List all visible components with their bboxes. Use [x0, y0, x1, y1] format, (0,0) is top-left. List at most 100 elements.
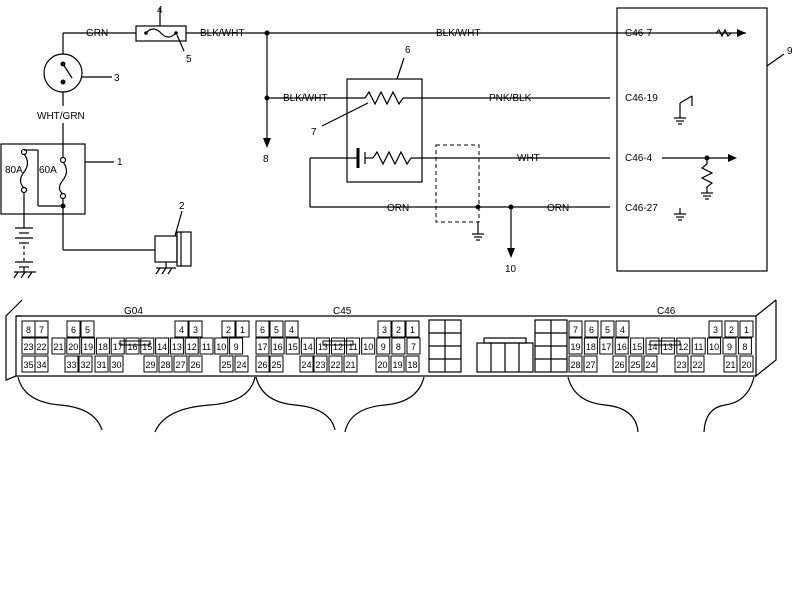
- pin-number: 10: [709, 342, 719, 352]
- pin-cell: [34, 337, 49, 355]
- pin-number: 27: [585, 360, 595, 370]
- pin-number: 13: [318, 342, 328, 352]
- pin-number: 21: [725, 360, 735, 370]
- pin-number: 25: [221, 360, 231, 370]
- connector-key-tab: [649, 340, 681, 346]
- pin-number: 25: [630, 360, 640, 370]
- pin-cell: [51, 337, 66, 355]
- fuse-80a-label: 80A: [5, 165, 23, 176]
- pin-number: 6: [260, 325, 265, 335]
- pin-number: 21: [345, 360, 355, 370]
- wire-label-blk-wht-right: BLK/WHT: [436, 28, 480, 39]
- pin-cell: [328, 355, 343, 373]
- switch-component: [43, 33, 83, 106]
- pin-cell: [583, 355, 598, 373]
- pin-number: 20: [741, 360, 751, 370]
- pin-number: 7: [573, 325, 578, 335]
- pin-cell: [229, 337, 244, 355]
- pin-number: 10: [216, 342, 226, 352]
- pin-cell: [158, 355, 173, 373]
- pin-cell: [724, 320, 739, 338]
- wire-label-blk-wht-top: BLK/WHT: [200, 28, 244, 39]
- ecu-box: [616, 7, 768, 272]
- wire-label-wht-grn: WHT/GRN: [37, 111, 85, 122]
- pin-cell: [81, 337, 96, 355]
- pin-number: 28: [160, 360, 170, 370]
- pin-cell: [78, 355, 93, 373]
- callout-1: 1: [117, 157, 123, 168]
- pin-cell: [568, 355, 583, 373]
- terminal-c46-7: C46-7: [625, 28, 653, 39]
- pin-number: 26: [614, 360, 624, 370]
- pin-number: 35: [23, 360, 33, 370]
- pin-cell: [691, 337, 706, 355]
- pin-number: 8: [26, 325, 31, 335]
- pin-cell: [155, 337, 170, 355]
- connector-key-tab: [322, 340, 354, 346]
- pin-number: 5: [605, 325, 610, 335]
- pin-cell: [375, 355, 390, 373]
- fuse-component: [135, 25, 187, 42]
- pin-cell: [315, 337, 330, 355]
- pin-cell: [391, 320, 406, 338]
- pin-cell: [284, 320, 299, 338]
- fuse-60a-label: 60A: [39, 165, 57, 176]
- pin-number: 12: [187, 342, 197, 352]
- connector-label-c46: C46: [657, 306, 676, 317]
- pin-cell: [221, 320, 236, 338]
- blank-cavities: [428, 319, 568, 373]
- pin-number: 14: [157, 342, 167, 352]
- pin-number: 3: [193, 325, 198, 335]
- wire-label-orn-right: ORN: [547, 203, 569, 214]
- pin-cell: [568, 320, 583, 338]
- sensor-assembly: [267, 78, 610, 207]
- connector-label-c45: C45: [333, 306, 352, 317]
- pin-cell: [199, 337, 214, 355]
- pin-number: 7: [39, 325, 44, 335]
- callout-4: 4: [157, 5, 163, 16]
- pin-cell: [255, 337, 270, 355]
- pin-number: 1: [744, 325, 749, 335]
- pin-cell: [615, 320, 630, 338]
- callout-3: 3: [114, 73, 120, 84]
- pin-cell: [269, 320, 284, 338]
- pin-number: 16: [127, 342, 137, 352]
- pin-number: 3: [713, 325, 718, 335]
- pin-cell: [66, 337, 81, 355]
- pin-number: 17: [113, 342, 123, 352]
- pin-cell: [343, 355, 358, 373]
- pin-number: 22: [692, 360, 702, 370]
- pin-cell: [583, 337, 598, 355]
- callout-8: 8: [263, 154, 269, 165]
- pin-number: 23: [315, 360, 325, 370]
- pin-number: 16: [273, 342, 283, 352]
- pin-cell: [95, 337, 110, 355]
- pin-number: 18: [98, 342, 108, 352]
- pin-number: 19: [392, 360, 402, 370]
- pin-cell: [143, 355, 158, 373]
- harness-curves: [17, 376, 755, 433]
- pin-number: 33: [66, 360, 76, 370]
- callout-9: 9: [787, 46, 793, 57]
- pin-cell: [600, 320, 615, 338]
- pin-number: 15: [632, 342, 642, 352]
- pin-number: 31: [96, 360, 106, 370]
- pin-cell: [390, 355, 405, 373]
- pin-number: 22: [330, 360, 340, 370]
- pin-number: 6: [589, 325, 594, 335]
- pin-number: 22: [36, 342, 46, 352]
- pin-number: 23: [23, 342, 33, 352]
- pin-cell: [737, 337, 752, 355]
- pin-number: 9: [727, 342, 732, 352]
- pin-cell: [235, 320, 250, 338]
- pin-number: 1: [240, 325, 245, 335]
- pin-number: 12: [333, 342, 343, 352]
- pin-cell: [300, 337, 315, 355]
- pin-cell: [346, 337, 361, 355]
- pin-number: 9: [381, 342, 386, 352]
- wire-label-wht: WHT: [517, 153, 540, 164]
- pin-cell: [599, 337, 614, 355]
- pin-cell: [628, 355, 643, 373]
